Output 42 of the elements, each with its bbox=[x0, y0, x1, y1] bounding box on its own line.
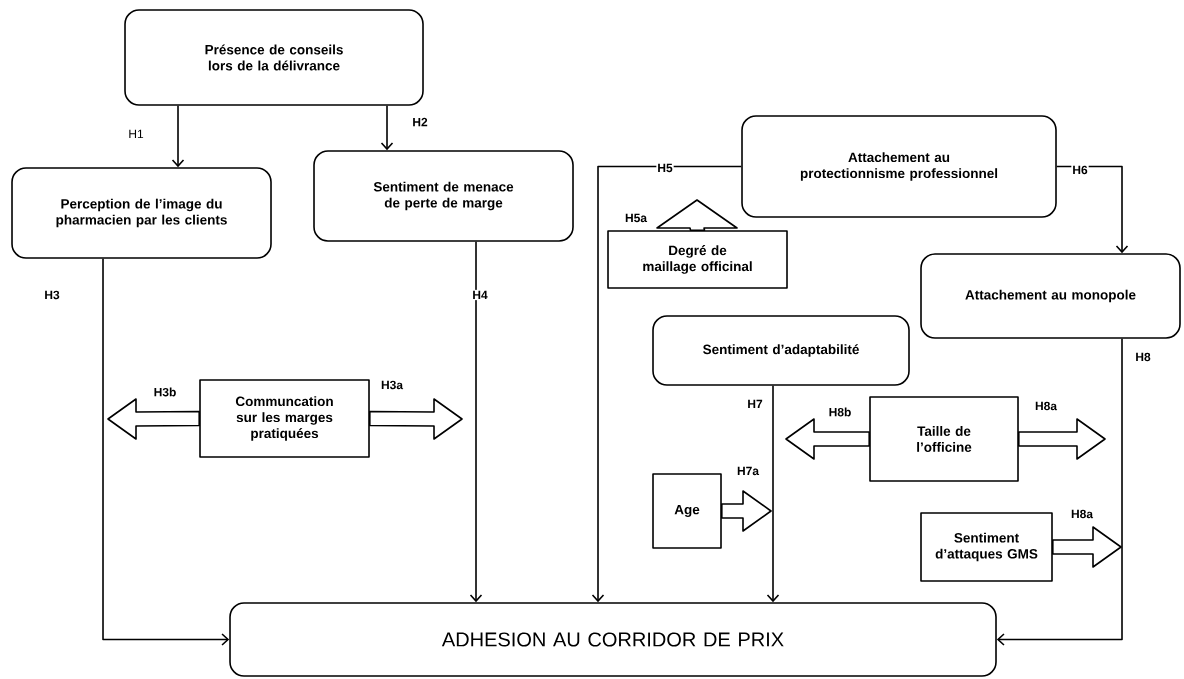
rounded-box: Attachement au monopole bbox=[920, 253, 1181, 339]
block-arrow bbox=[1052, 526, 1122, 568]
edge-label: H8b bbox=[827, 406, 853, 418]
edge-label: H4 bbox=[471, 289, 489, 301]
edge-label: H7a bbox=[736, 465, 760, 477]
edge-label: H5 bbox=[656, 162, 674, 174]
edge-label: H2 bbox=[411, 116, 429, 128]
edge-label: H7 bbox=[746, 398, 764, 410]
edge-label: H8a bbox=[1070, 508, 1094, 520]
edge-label: H1 bbox=[127, 128, 145, 140]
outcome-box: ADHESION AU CORRIDOR DE PRIX bbox=[229, 602, 997, 677]
rounded-box: Perception de l’image du pharmacien par les clients bbox=[11, 167, 272, 259]
edge-label: H8 bbox=[1134, 351, 1152, 363]
arrow bbox=[996, 338, 1123, 646]
arrow bbox=[102, 258, 230, 646]
box: Age bbox=[652, 473, 722, 549]
arrow bbox=[1056, 165, 1129, 254]
block-arrow bbox=[1018, 418, 1106, 460]
edge-label: H8a bbox=[1034, 400, 1058, 412]
edge-label: H6 bbox=[1071, 164, 1089, 176]
box: Communcation sur les marges pratiquées bbox=[199, 379, 370, 458]
arrow bbox=[469, 241, 483, 603]
box: Sentiment d’attaques GMS bbox=[920, 512, 1053, 582]
arrow bbox=[171, 105, 185, 168]
edge-label: H3a bbox=[380, 379, 404, 391]
box: Taille de l’officine bbox=[869, 396, 1019, 482]
edge-label: H3 bbox=[43, 289, 61, 301]
rounded-box: Attachement au protectionnisme professionnel bbox=[741, 115, 1057, 218]
rounded-box: Sentiment de menace de perte de marge bbox=[313, 150, 574, 242]
block-arrow bbox=[107, 398, 200, 440]
arrow bbox=[591, 165, 742, 603]
block-arrow bbox=[721, 490, 772, 532]
block-arrow bbox=[785, 418, 870, 460]
rounded-box: Sentiment d’adaptabilité bbox=[652, 315, 910, 386]
arrow bbox=[380, 105, 394, 151]
arrow bbox=[766, 385, 780, 603]
block-arrow bbox=[656, 199, 738, 231]
block-arrow bbox=[369, 398, 463, 440]
edge-label: H5a bbox=[624, 212, 648, 224]
box: Degré de maillage officinal bbox=[607, 230, 788, 289]
edge-label: H3b bbox=[152, 386, 178, 398]
rounded-box: Présence de conseils lors de la délivrance bbox=[124, 9, 424, 106]
